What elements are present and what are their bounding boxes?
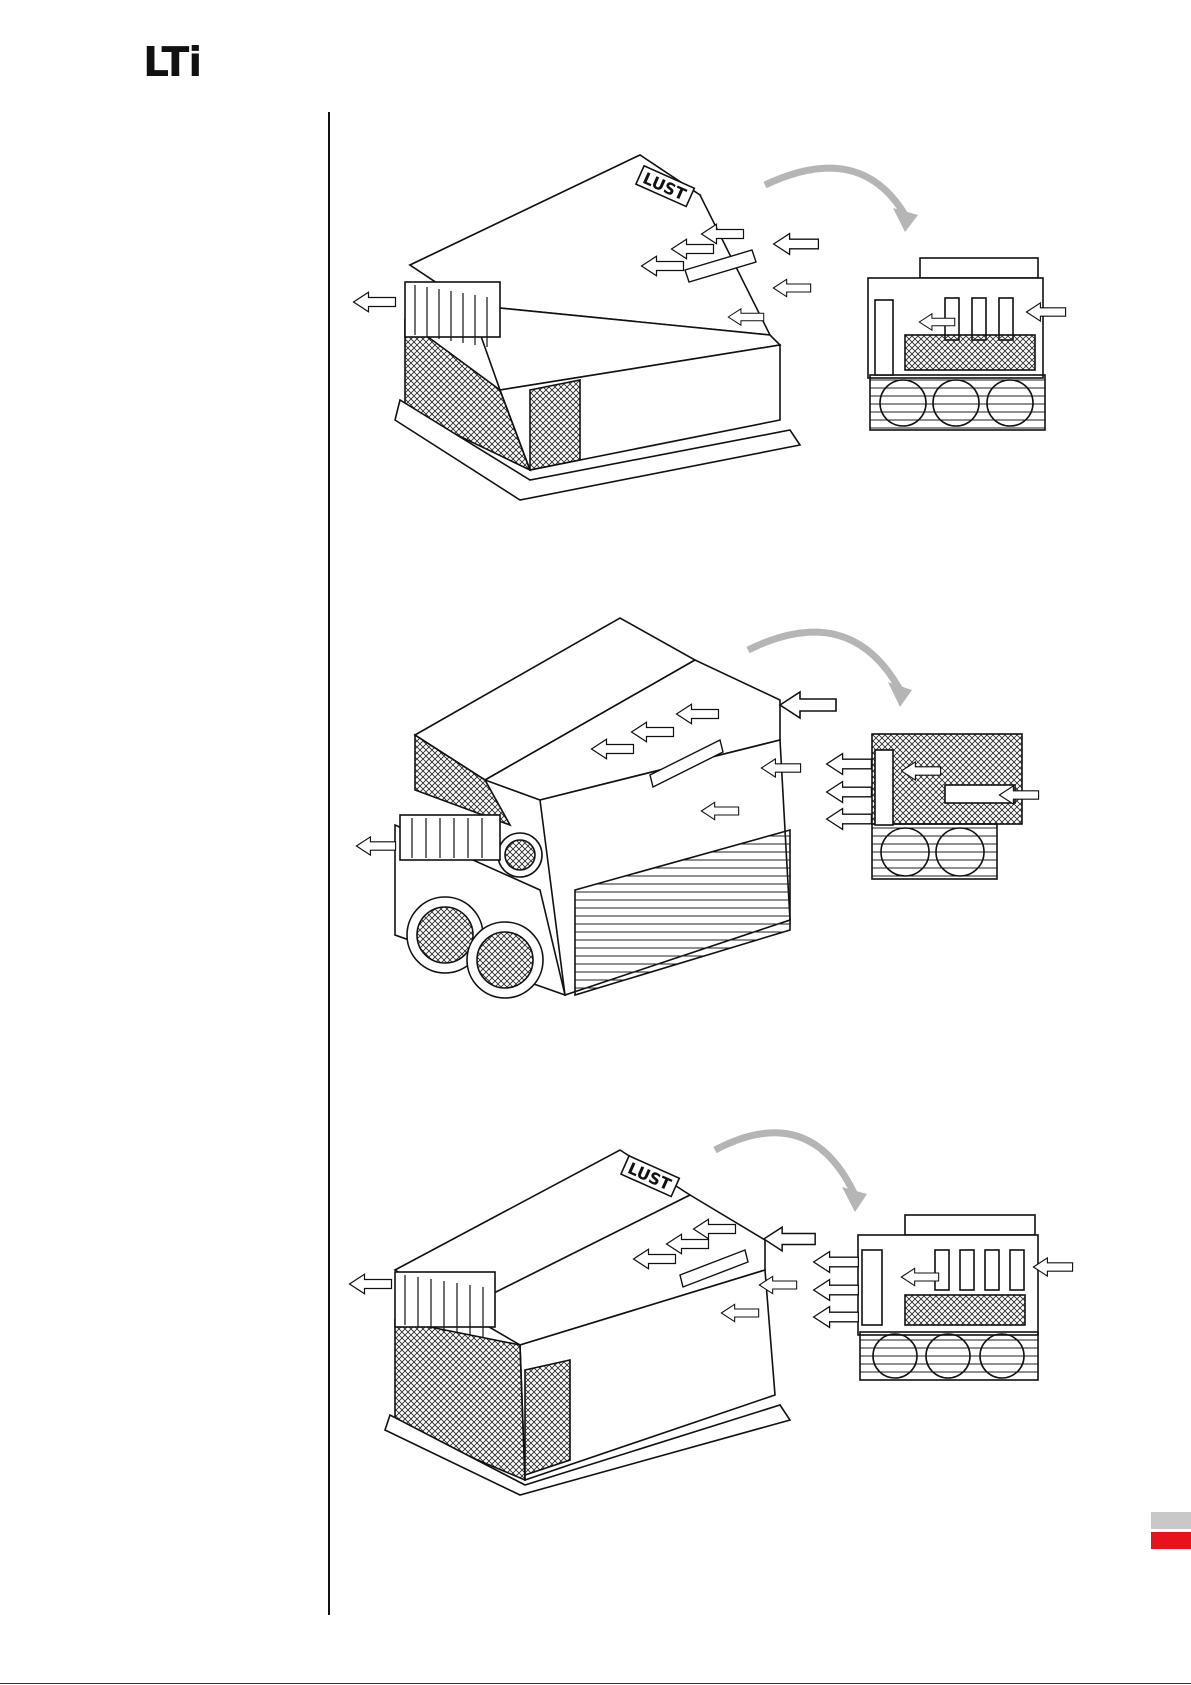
figure-3: LUST bbox=[350, 1133, 1073, 1495]
figure-2 bbox=[356, 618, 1038, 998]
figure-1: LUST bbox=[354, 155, 1066, 500]
